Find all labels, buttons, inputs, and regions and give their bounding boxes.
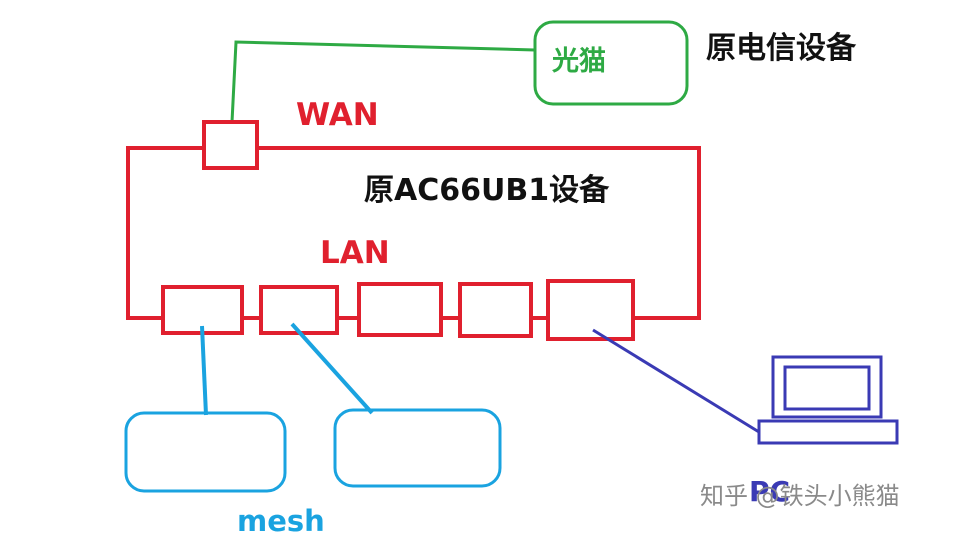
isp-device-label: 原电信设备 [706, 31, 856, 66]
modem-label: 光猫 [552, 46, 606, 77]
lan-port-5 [546, 279, 635, 341]
lan-port-2 [259, 285, 339, 335]
pc-label: PC [749, 475, 791, 508]
watermark: 知乎 @铁头小熊猫 [700, 482, 900, 510]
wan-port [202, 120, 259, 170]
lan-port-4 [458, 282, 533, 338]
mesh-link-2 [290, 322, 374, 415]
lan-port-1 [161, 285, 244, 335]
wan-label: WAN [296, 97, 379, 133]
pc-laptop-icon [757, 355, 899, 445]
modem-box [533, 20, 689, 106]
mesh-node-1 [124, 411, 287, 493]
mesh-node-2 [333, 408, 502, 488]
lan-label: LAN [320, 235, 390, 271]
modem-wan-link [230, 40, 536, 123]
mesh-link-1 [200, 325, 208, 416]
pc-link [592, 328, 760, 434]
router-label: 原AC66UB1设备 [364, 173, 610, 208]
lan-port-3 [357, 282, 443, 337]
mesh-label: mesh [237, 504, 325, 538]
